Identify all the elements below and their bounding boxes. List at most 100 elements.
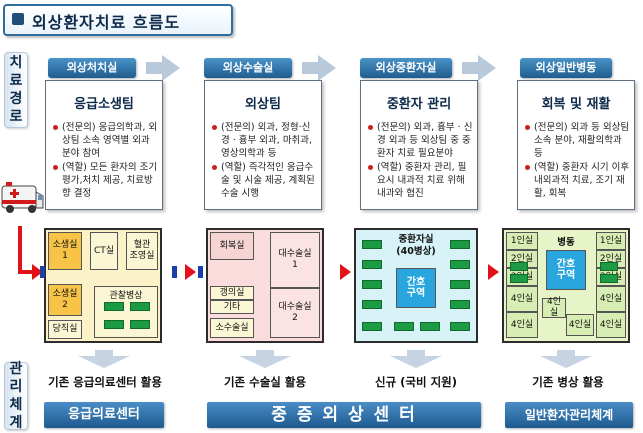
bed-icon [510,262,528,271]
bullet-list: (전문의) 응급의학과, 외상팀 소속 영역별 외과분야 참여 (역할) 모든 … [52,121,158,201]
flow-chevron-body [462,62,478,74]
room-angiography: 혈관 조영실 [126,232,158,270]
side-label-char: 로 [9,109,23,125]
door-marker-icon [198,266,203,278]
ward-room: 1인실 [506,232,538,250]
side-label-char: 료 [9,73,23,89]
down-arrow-icon [390,356,442,368]
ward-room: 4인실 [596,312,626,338]
bed-icon [600,274,618,283]
floorplan-operating-rooms: 회복실 대수술실 1 갱의실 기타 소수술실 대수술실 2 [206,228,324,343]
side-label-treatment-path: 치 료 경 로 [4,52,28,128]
title-bullet-icon [12,13,24,25]
flow-chevron-icon [318,55,336,81]
page-title: 외상환자치료 흐름도 [32,13,181,32]
stage-tab-trauma-icu: 외상중환자실 [360,58,452,78]
icu-title: 중환자실 (40병상) [396,234,436,257]
bed-icon [450,280,470,289]
red-arrow-vertical [18,226,22,274]
ward-room: 4인실 [542,297,566,318]
stage-tab-trauma-surgery: 외상수술실 [204,58,292,78]
side-label-char: 경 [9,91,23,107]
room-other: 기타 [210,300,254,314]
red-arrow-horizontal [18,270,34,274]
side-label-char: 계 [9,415,23,431]
title-box [3,4,233,36]
bed-icon [394,322,414,331]
caption-ward: 기존 병상 활용 [532,375,604,389]
side-label-management-system: 관 리 체 계 [4,361,28,431]
red-arrow-head-icon [340,264,351,280]
red-arrow-head-icon [32,264,43,280]
bed-icon [510,274,528,283]
floorplan-emergency-center: 소생실 1 CT실 혈관 조영실 소생실 2 관찰병상 당직실 [44,228,162,343]
bed-icon [450,322,470,331]
bed-icon [362,300,382,309]
down-arrow-stem [256,350,274,356]
bed-icon [362,240,382,249]
caption-er: 기존 응급의료센터 활용 [48,375,162,389]
ambulance-icon [1,182,44,213]
stage-box-recovery-rehab: 회복 및 재활 (전문의) 외과 등 외상팀 소속 분야, 재활의학과 등 (역… [517,80,635,210]
bed-icon [130,302,150,311]
bed-icon [450,240,470,249]
ward-room: 4인실 [506,286,538,312]
bed-icon [600,262,618,271]
stage-box-icu-management: 중환자 관리 (전문의) 외과, 흉부 · 신경 외과 등 외상팀 중 중환자 … [360,80,478,210]
trauma-center-box: 중 증 외 상 센 터 [207,402,481,428]
red-arrow-head-icon [185,264,196,280]
floorplan-icu: 중환자실 (40병상) 간호 구역 [354,228,478,343]
flow-chevron-body [302,62,318,74]
nurse-zone: 간호 구역 [396,268,436,308]
stage-tab-trauma-treatment: 외상처치실 [48,58,136,78]
bullet-item: (역할) 모든 환자의 조기 평가,처치 제공, 치료방향 결정 [52,161,158,200]
door-marker-icon [40,266,45,278]
room-recovery: 회복실 [210,232,254,260]
down-arrow-icon [78,356,130,368]
down-arrow-icon [239,356,291,368]
room-resuscitation-1: 소생실 1 [48,232,82,270]
bullet-item: (전문의) 응급의학과, 외상팀 소속 영역별 외과분야 참여 [52,121,158,160]
stage-tab-general-ward: 외상일반병동 [520,58,612,78]
side-label-char: 리 [9,379,23,395]
stage-box-trauma-team: 외상팀 (전문의) 외과, 정형·신경 · 흉부 외과, 마취과, 영상의학과 … [204,80,322,210]
floorplan-general-ward: 1인실 2인실 2인실 4인실 4인실 병동 간호 구역 4인실 4인실 1인실… [502,228,630,343]
flow-chevron-icon [478,55,496,81]
ward-room: 4인실 [506,312,538,338]
bed-icon [130,320,150,329]
side-label-char: 체 [9,397,23,413]
room-observation-beds: 관찰병상 [94,286,158,338]
general-patient-system-box: 일반환자관리체계 [505,402,633,428]
bed-icon [104,302,124,311]
down-arrow-stem [95,350,113,356]
room-ct: CT실 [90,232,118,270]
emergency-center-box: 응급의료센터 [44,402,164,428]
room-major-surgery-1: 대수술실 1 [270,232,320,288]
bed-icon [450,260,470,269]
flow-chevron-icon [162,55,180,81]
ward-room: 4인실 [566,314,594,336]
room-minor-surgery: 소수술실 [210,318,254,338]
bed-icon [450,300,470,309]
room-major-surgery-2: 대수술실 2 [270,288,320,338]
bullet-list: (전문의) 외과 등 외상팀 소속 분야, 재활의학과 등 (역할) 중환자 시… [524,121,630,201]
team-name: 외상팀 [245,97,281,112]
team-name: 회복 및 재활 [541,97,611,112]
bullet-item: (전문의) 외과 등 외상팀 소속 분야, 재활의학과 등 [524,121,630,160]
ward-title: 병동 [557,237,575,248]
door-marker-icon [172,266,177,278]
ward-room: 4인실 [596,286,626,312]
bed-icon [362,280,382,289]
bullet-list: (전문의) 외과, 정형·신경 · 흉부 외과, 마취과, 영상의학과 등 (역… [211,121,317,201]
side-label-char: 치 [9,55,23,71]
red-arrow-head-icon [488,264,499,280]
room-duty: 당직실 [48,320,82,339]
bullet-item: (전문의) 외과, 흉부 · 신경 외과 등 외상팀 중 중환자 치료 필요분야 [367,121,473,160]
bullet-item: (역할) 중환자 시기 이후 내외과적 치료, 조기 재활, 회복 [524,161,630,200]
side-label-char: 관 [9,361,23,377]
room-changing: 갱의실 [210,286,254,300]
stage-box-emergency-resuscitation: 응급소생팀 (전문의) 응급의학과, 외상팀 소속 영역별 외과분야 참여 (역… [45,80,163,210]
caption-or: 기존 수술실 활용 [223,375,307,389]
bullet-item: (역할) 중환자 관리, 필요시 내과적 치료 위해 내과와 협진 [367,161,473,200]
down-arrow-icon [540,356,592,368]
